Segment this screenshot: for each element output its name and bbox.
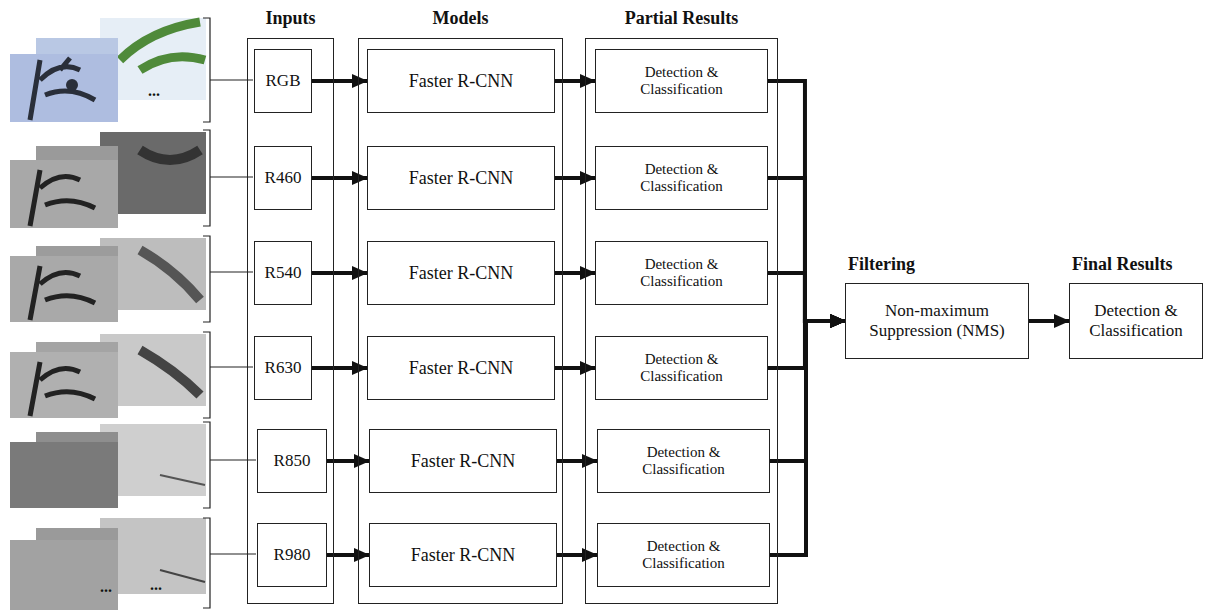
box-label: Faster R-CNN — [411, 545, 516, 566]
flow-arrow — [770, 321, 845, 555]
box-label: R980 — [274, 545, 311, 565]
box-label: Detection & Classification — [622, 256, 742, 291]
flow-arrow — [555, 271, 595, 275]
box-label: Detection & Classification — [622, 351, 742, 386]
box-label: Detection & Classification — [622, 64, 742, 99]
process-box: Final ResultsDetection & Classification — [1069, 283, 1203, 359]
process-box: Detection & Classification — [597, 523, 770, 587]
box-label: R850 — [274, 451, 311, 471]
process-box: Detection & Classification — [595, 49, 768, 113]
flow-arrow — [555, 366, 595, 370]
ellipsis-mark: ... — [100, 578, 112, 596]
box-label: R460 — [265, 168, 302, 188]
ellipsis-mark: ... — [148, 82, 160, 100]
flow-arrow — [768, 178, 845, 321]
column-heading: Models — [359, 8, 562, 29]
box-label: Non-maximum Suppression (NMS) — [862, 301, 1012, 340]
box-label: R540 — [265, 263, 302, 283]
process-box: Detection & Classification — [595, 336, 768, 400]
process-box: R980 — [257, 523, 327, 587]
column-heading: Partial Results — [586, 8, 777, 29]
process-box: Faster R-CNN — [367, 241, 555, 305]
process-box: Detection & Classification — [597, 429, 770, 493]
box-label: Detection & Classification — [1076, 301, 1196, 340]
process-box: Detection & Classification — [595, 241, 768, 305]
flow-arrow — [768, 273, 845, 321]
process-box: FilteringNon-maximum Suppression (NMS) — [845, 283, 1029, 359]
flow-arrow — [555, 176, 595, 180]
box-label: Faster R-CNN — [409, 358, 514, 379]
box-label: Faster R-CNN — [409, 263, 514, 284]
flow-arrow — [557, 459, 597, 463]
process-box: Faster R-CNN — [369, 523, 557, 587]
box-label: Faster R-CNN — [409, 71, 514, 92]
column-group: Partial ResultsDetection & Classificatio… — [585, 38, 778, 604]
column-heading: Filtering — [848, 254, 915, 275]
column-heading: Inputs — [248, 8, 333, 29]
box-label: RGB — [266, 71, 301, 91]
box-label: Faster R-CNN — [411, 451, 516, 472]
box-label: Faster R-CNN — [409, 168, 514, 189]
ellipsis-mark: ... — [150, 576, 162, 594]
column-group: InputsRGBR460R540R630R850R980 — [247, 38, 334, 604]
process-box: Faster R-CNN — [367, 336, 555, 400]
box-label: Detection & Classification — [622, 161, 742, 196]
process-box: RGB — [254, 49, 312, 113]
process-box: Faster R-CNN — [369, 429, 557, 493]
flow-arrow — [1029, 319, 1069, 323]
box-label: R630 — [265, 358, 302, 378]
box-label: Detection & Classification — [624, 444, 744, 479]
box-label: Detection & Classification — [624, 538, 744, 573]
flow-arrow — [555, 79, 595, 83]
process-box: R460 — [254, 146, 312, 210]
process-box: R850 — [257, 429, 327, 493]
flow-arrow — [768, 81, 845, 321]
process-box: Faster R-CNN — [367, 146, 555, 210]
process-box: Detection & Classification — [595, 146, 768, 210]
column-heading: Final Results — [1072, 254, 1173, 275]
column-group: ModelsFaster R-CNNFaster R-CNNFaster R-C… — [358, 38, 563, 604]
process-box: R540 — [254, 241, 312, 305]
flow-arrow — [557, 553, 597, 557]
process-box: R630 — [254, 336, 312, 400]
process-box: Faster R-CNN — [367, 49, 555, 113]
